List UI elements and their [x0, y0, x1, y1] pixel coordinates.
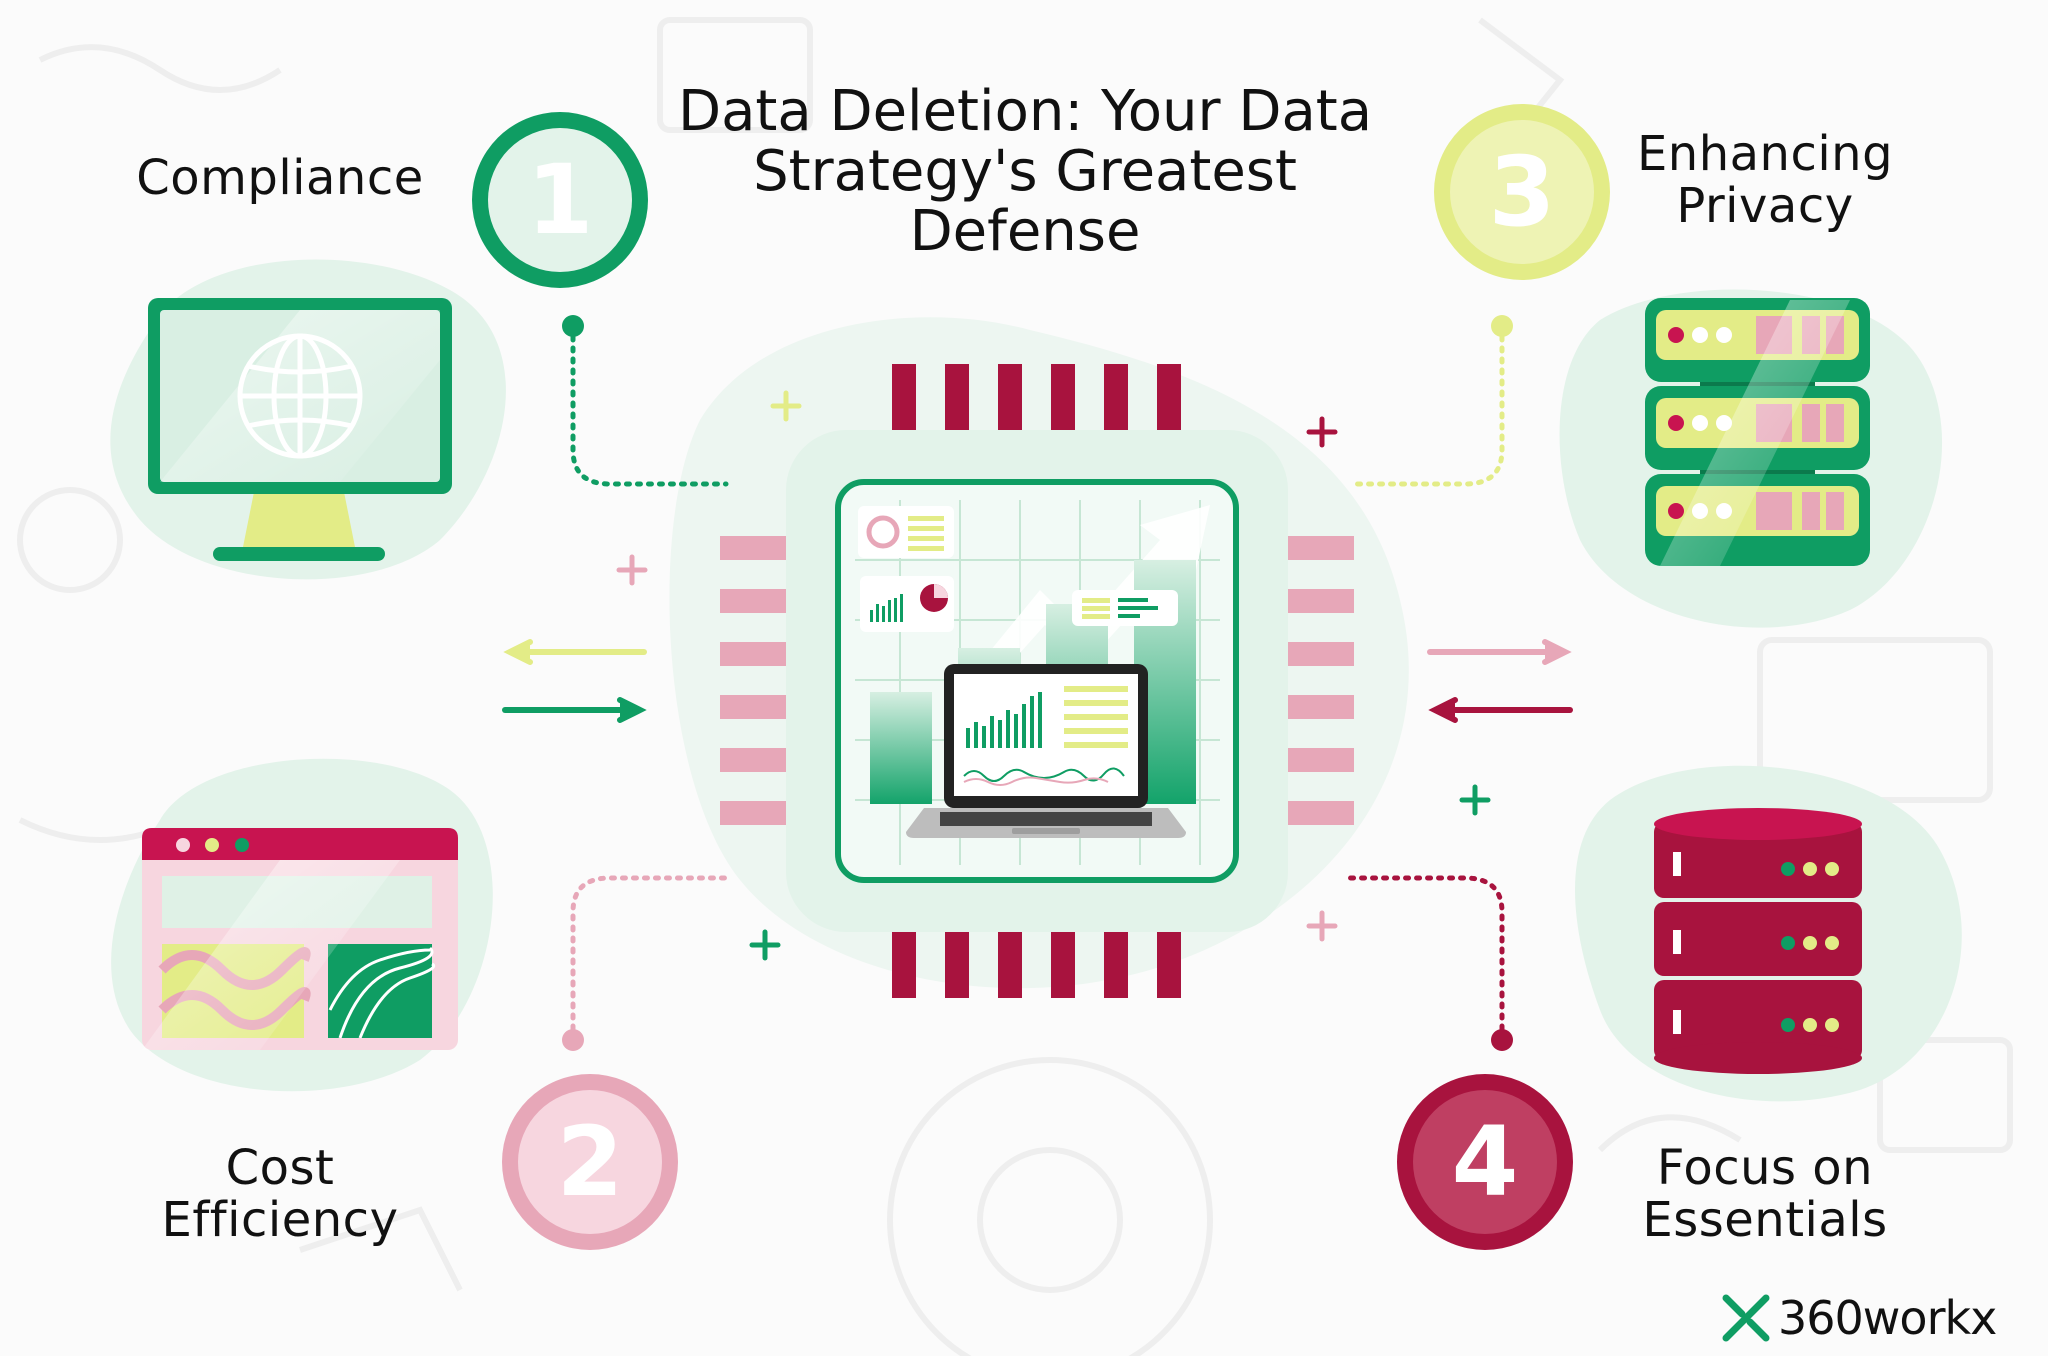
step-1-label: Compliance: [110, 152, 450, 204]
step-4-label: Focus on Essentials: [1600, 1142, 1930, 1246]
page-title: Data Deletion: Your Data Strategy's Grea…: [677, 79, 1373, 264]
step-2-label: Cost Efficiency: [110, 1142, 450, 1246]
logo-text: 360workx: [1778, 1291, 1997, 1345]
database-icon: [1575, 765, 1962, 1102]
step-4-label-line-2: Essentials: [1642, 1192, 1888, 1248]
step-3-label: Enhancing Privacy: [1600, 128, 1930, 232]
step-1-number: 1: [527, 144, 594, 256]
monitor-globe-icon: [110, 259, 506, 580]
flow-arrows: [502, 639, 1573, 723]
connector-lines: [570, 323, 1505, 1043]
step-1-label-line-1: Compliance: [136, 150, 424, 206]
step-1-badge: 1: [472, 112, 648, 288]
step-2-badge: 2: [502, 1074, 678, 1250]
step-4-badge: 4: [1397, 1074, 1573, 1250]
browser-window-icon: [111, 758, 493, 1092]
step-2-number: 2: [557, 1106, 624, 1218]
laptop-dashboard-chip-icon: [669, 317, 1409, 998]
step-2-label-line-2: Efficiency: [161, 1192, 399, 1248]
x-mark-logo-icon: [1722, 1294, 1770, 1342]
plus-marks: [616, 390, 1491, 961]
step-4-number: 4: [1452, 1106, 1519, 1218]
step-3-badge: 3: [1434, 104, 1610, 280]
connector-dots: [562, 315, 1513, 1051]
server-rack-icon: [1559, 289, 1943, 628]
brand-logo: 360workx: [1722, 1288, 1997, 1348]
step-4-label-line-1: Focus on: [1656, 1140, 1874, 1196]
step-3-number: 3: [1489, 136, 1556, 248]
step-3-label-line-2: Privacy: [1676, 178, 1854, 234]
step-3-label-line-1: Enhancing: [1636, 126, 1894, 182]
step-2-label-line-1: Cost: [225, 1140, 335, 1196]
